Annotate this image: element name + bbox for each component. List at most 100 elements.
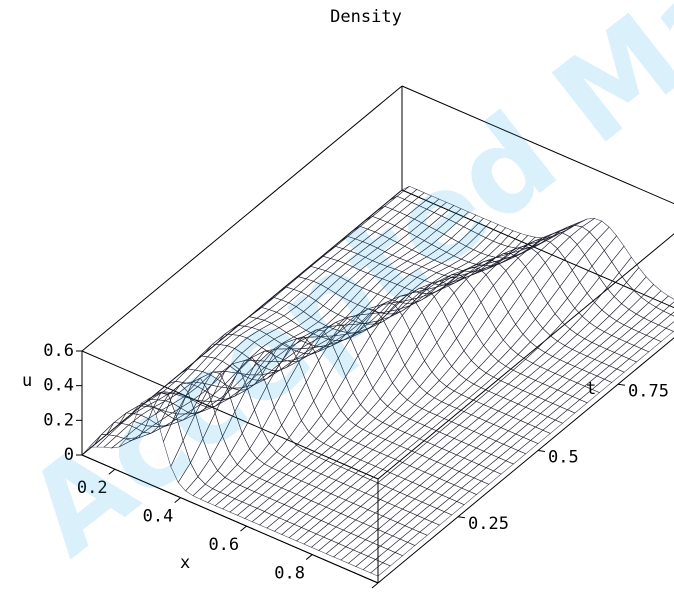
x-tick-label: 0.6 <box>208 535 239 555</box>
surface-patch <box>512 266 534 296</box>
surface-mesh <box>81 185 674 577</box>
surface-patch <box>352 372 374 406</box>
x-tick <box>108 468 116 475</box>
box-edge <box>401 189 674 309</box>
surface-patch <box>480 284 502 317</box>
surface-patch <box>458 360 480 381</box>
surface-patch <box>384 349 406 384</box>
x-tick <box>174 497 181 504</box>
surface-patch <box>320 396 342 426</box>
box-edge-front <box>81 454 379 584</box>
surface-patch <box>387 392 408 412</box>
surface-patch <box>443 337 465 367</box>
surface-patch <box>470 345 492 368</box>
surface-patch <box>411 360 433 388</box>
u-tick-label: 0.2 <box>43 410 74 430</box>
surface-patch <box>579 265 600 294</box>
surface-patch <box>340 392 361 420</box>
surface-patch <box>392 364 413 394</box>
u-tick-label: 0.6 <box>43 341 74 361</box>
surface-patch <box>431 355 452 381</box>
box-edge <box>81 350 379 480</box>
surface-patch <box>594 287 615 311</box>
surface-patch <box>532 262 553 292</box>
surface-patch <box>515 307 536 335</box>
surface-patch <box>574 292 595 317</box>
u-tick-label: 0.4 <box>43 376 74 396</box>
surface-patch <box>535 302 556 329</box>
x-tick-label: 0.8 <box>274 564 305 584</box>
x-tick <box>305 554 313 560</box>
surface-patch <box>527 290 549 320</box>
surface-patch <box>613 281 635 305</box>
surface-patch <box>490 339 512 362</box>
surface-patch <box>618 256 640 283</box>
t-axis-label: t <box>586 379 596 399</box>
surface-patch <box>328 409 349 433</box>
surface-patch <box>347 404 369 426</box>
x-tick <box>371 582 379 589</box>
surface-patch <box>584 239 605 267</box>
surface-patch <box>456 319 477 352</box>
bounding-box-front <box>81 454 379 584</box>
surface-patch <box>596 226 617 251</box>
surface-patch <box>586 277 608 303</box>
surface-patch <box>567 281 588 309</box>
surface-patch <box>436 323 457 357</box>
surface-patch <box>461 288 482 321</box>
surface-patch <box>581 302 603 323</box>
chart-title: Density <box>330 7 402 27</box>
surface-patch <box>463 333 484 361</box>
surface-patch <box>507 294 529 325</box>
surface-patch <box>495 311 516 341</box>
t-tick-label: 0.5 <box>548 448 579 468</box>
surface-patch <box>370 562 391 577</box>
surface-patch <box>404 345 425 379</box>
u-axis-label: u <box>22 371 32 391</box>
surface-patch <box>468 301 489 335</box>
box-edge <box>401 85 674 205</box>
surface-patch <box>438 365 460 387</box>
surface-patch <box>399 377 420 401</box>
box-edge <box>81 85 403 352</box>
u-tick-label: 0 <box>64 445 74 465</box>
surface-patch <box>360 387 381 414</box>
t-tick <box>537 450 546 452</box>
surface-patch <box>510 333 531 355</box>
surface-patch <box>559 269 581 299</box>
surface-patch <box>539 273 561 304</box>
surface-patch <box>308 415 329 439</box>
surface-patch <box>525 252 546 279</box>
surface-patch <box>448 305 470 339</box>
box-edge <box>377 337 674 584</box>
surface-patch <box>611 245 632 274</box>
x-axis-label: x <box>180 553 190 573</box>
surface-patch <box>372 368 393 400</box>
surface-patch <box>451 350 472 375</box>
surface-patch <box>599 261 620 289</box>
surface-patch <box>379 382 401 407</box>
x-tick-label: 0.4 <box>143 507 174 527</box>
axis-ticks: 0.20.40.60.81.0.250.50.75100.20.40.6 <box>43 341 669 589</box>
surface-patch <box>488 298 509 330</box>
surface-patch <box>552 226 573 237</box>
surface-patch <box>544 248 566 275</box>
x-tick <box>240 525 247 532</box>
surface-patch <box>542 313 563 336</box>
surface-patch <box>502 323 524 349</box>
surface-patch <box>493 270 514 300</box>
surface-patch <box>564 243 585 271</box>
surface-patch <box>520 277 541 309</box>
surface-patch <box>419 371 440 394</box>
surface-patch <box>367 398 388 419</box>
surface-patch <box>424 341 445 373</box>
surface-patch <box>522 318 544 343</box>
surface-patch <box>547 286 568 315</box>
surface-patch <box>416 326 438 362</box>
t-tick <box>617 383 626 386</box>
t-tick-label: 0.25 <box>468 514 509 534</box>
surface-patch <box>665 321 674 332</box>
